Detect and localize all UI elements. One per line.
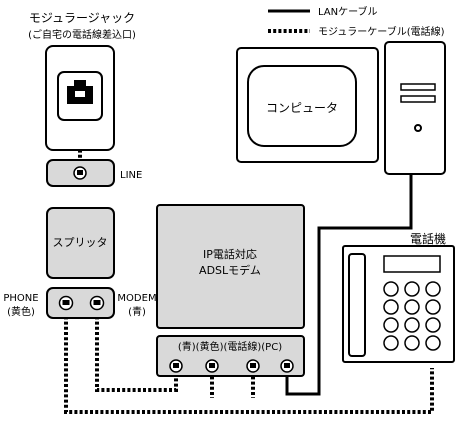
modem-port-yellow-icon bbox=[205, 359, 219, 373]
pc-power-button bbox=[414, 124, 422, 132]
computer-label: コンピュータ bbox=[266, 101, 338, 115]
wall-jack: モジュラージャック (ご自宅の電話線差込口) bbox=[28, 11, 136, 151]
modem-label-1: IP電話対応 bbox=[203, 247, 257, 261]
modem-port-label: MODEM bbox=[117, 293, 156, 304]
wall-jack-title: モジュラージャック bbox=[29, 11, 135, 25]
modem-port-icon bbox=[89, 295, 105, 311]
phone-port-color: (黄色) bbox=[7, 305, 35, 318]
splitter: LINE スプリッタ PHONE (黄色) MODEM (青) bbox=[3, 159, 157, 319]
wall-jack-subtitle: (ご自宅の電話線差込口) bbox=[28, 28, 136, 41]
computer-icon: コンピュータ bbox=[236, 41, 446, 175]
line-label: LINE bbox=[120, 170, 142, 181]
legend-modular-label: モジュラーケーブル(電話線) bbox=[318, 25, 445, 38]
modem-port-phone-icon bbox=[246, 359, 260, 373]
phone-port-label: PHONE bbox=[3, 293, 38, 304]
splitter-label: スプリッタ bbox=[53, 236, 108, 249]
cable-modem-to-router bbox=[95, 306, 178, 392]
modem-port-color: (青) bbox=[128, 305, 146, 318]
cable-phone-to-telephone bbox=[64, 306, 434, 414]
phone-port-icon bbox=[58, 295, 74, 311]
modem-port-pc-icon bbox=[280, 359, 294, 373]
pc-tower bbox=[384, 41, 446, 175]
modem-body bbox=[156, 204, 305, 329]
telephone-display bbox=[383, 255, 441, 273]
pc-drive-1 bbox=[400, 83, 436, 91]
rj11-jack-icon bbox=[67, 80, 93, 104]
telephone-handset bbox=[348, 253, 366, 357]
telephone-body bbox=[342, 245, 455, 363]
modem-label-2: ADSLモデム bbox=[199, 263, 261, 277]
adsl-modem: IP電話対応 ADSLモデム (青)(黄色)(電話線)(PC) bbox=[156, 204, 305, 377]
keypad-icon bbox=[383, 281, 441, 351]
splitter-body bbox=[46, 207, 115, 279]
modem-port-blue-icon bbox=[169, 359, 183, 373]
monitor-screen bbox=[247, 65, 357, 147]
pc-drive-2 bbox=[400, 95, 436, 103]
modem-ports-box bbox=[156, 335, 305, 377]
line-port-icon bbox=[73, 166, 87, 180]
cable-lan-router-to-pc bbox=[285, 174, 413, 396]
telephone-label: 電話機 bbox=[410, 231, 446, 246]
legend-lan-label: LANケーブル bbox=[318, 5, 378, 18]
telephone: 電話機 bbox=[342, 231, 455, 363]
modem-ports-label: (青)(黄色)(電話線)(PC) bbox=[178, 340, 282, 353]
legend: LANケーブル モジュラーケーブル(電話線) bbox=[268, 5, 445, 38]
splitter-ports-box bbox=[46, 287, 115, 319]
